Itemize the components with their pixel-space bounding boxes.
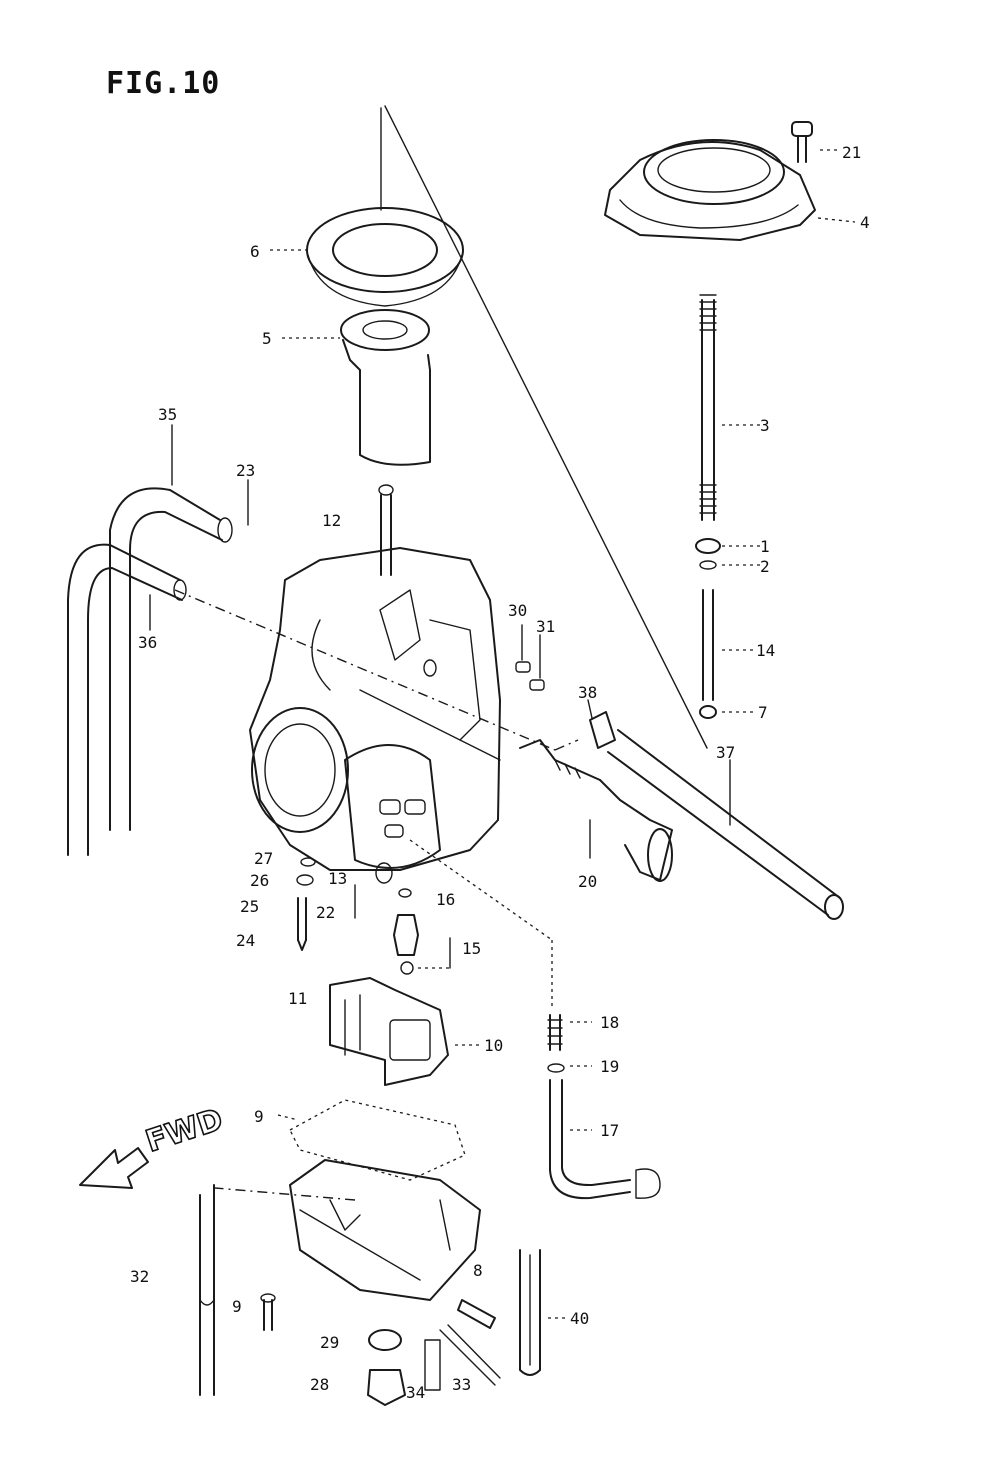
gasket-part-10: [289, 1099, 466, 1181]
screws-8-9: [260, 1293, 496, 1331]
label-25: 24: [236, 931, 255, 950]
label-1: 1: [760, 537, 770, 556]
label-13: 12: [322, 511, 341, 530]
label-33: 32: [130, 1267, 149, 1286]
label-9: 9: [232, 1297, 242, 1316]
label-34: 33: [452, 1375, 471, 1394]
label-8: 8: [473, 1261, 483, 1280]
label-22: 21: [842, 143, 861, 162]
part-number-labels: 21 4 6 5 3 35 23 12 1 2 30 31 36 14 38 7…: [130, 143, 870, 1402]
label-4: 4: [860, 213, 870, 232]
forward-direction-arrow: FWD: [79, 1101, 228, 1189]
clip-parts-1-2: [695, 538, 721, 570]
bottom-parts-29-35: [367, 1324, 501, 1406]
label-23: 22: [316, 903, 335, 922]
piston-part-5: [340, 309, 431, 466]
fwd-label: FWD: [142, 1102, 227, 1160]
needle-part-3: [699, 294, 717, 521]
figure-title: FIG.10: [106, 66, 221, 101]
label-3: 3: [760, 416, 770, 435]
label-16: 15: [462, 939, 481, 958]
label-36: 35: [158, 405, 177, 424]
hose-part-33: [199, 1184, 215, 1396]
float-bowl: [289, 1159, 481, 1301]
breather-hoses-36-37: [67, 487, 233, 856]
carburetor-body: [249, 547, 501, 871]
label-24: 23: [236, 461, 255, 480]
label-21: 20: [578, 872, 597, 891]
label-15: 14: [756, 641, 775, 660]
label-27: 26: [250, 871, 269, 890]
label-14: 13: [328, 869, 347, 888]
label-30: 29: [320, 1333, 339, 1352]
jets-16-17: [393, 888, 419, 975]
label-35: 34: [406, 1383, 425, 1402]
label-28: 27: [254, 849, 273, 868]
label-40: 40: [570, 1309, 589, 1328]
label-19: 18: [600, 1013, 619, 1032]
label-2: 2: [760, 557, 770, 576]
hose-part-40: [519, 1249, 541, 1376]
label-18: 17: [600, 1121, 619, 1140]
label-26: 25: [240, 897, 259, 916]
jet-needle-part-13: [378, 484, 394, 576]
choke-plunger-part-21: [519, 739, 673, 882]
label-31: 30: [508, 601, 527, 620]
label-39: 38: [578, 683, 597, 702]
label-37: 36: [138, 633, 157, 652]
label-6: 6: [250, 242, 260, 261]
drain-hose-parts-18-20: [547, 1014, 661, 1200]
fittings-31-32: [515, 661, 545, 691]
screw-part-22: [791, 121, 813, 163]
top-cap-part-4: [604, 139, 816, 241]
rod-part-15: [699, 589, 717, 719]
label-17: 16: [436, 890, 455, 909]
float-parts-11-12: [329, 977, 449, 1086]
label-29: 28: [310, 1375, 329, 1394]
tube-part-38: [589, 711, 844, 920]
assembly-reference-lines: [174, 105, 708, 1201]
label-10: 9: [254, 1107, 264, 1126]
label-32: 31: [536, 617, 555, 636]
label-12: 11: [288, 989, 307, 1008]
screws-25-28: [296, 857, 393, 951]
diaphragm-part-6: [306, 207, 464, 307]
label-7-upper: 7: [758, 703, 768, 722]
label-11: 10: [484, 1036, 503, 1055]
label-5: 5: [262, 329, 272, 348]
leader-lines: [149, 149, 856, 1319]
label-20: 19: [600, 1057, 619, 1076]
label-38: 37: [716, 743, 735, 762]
